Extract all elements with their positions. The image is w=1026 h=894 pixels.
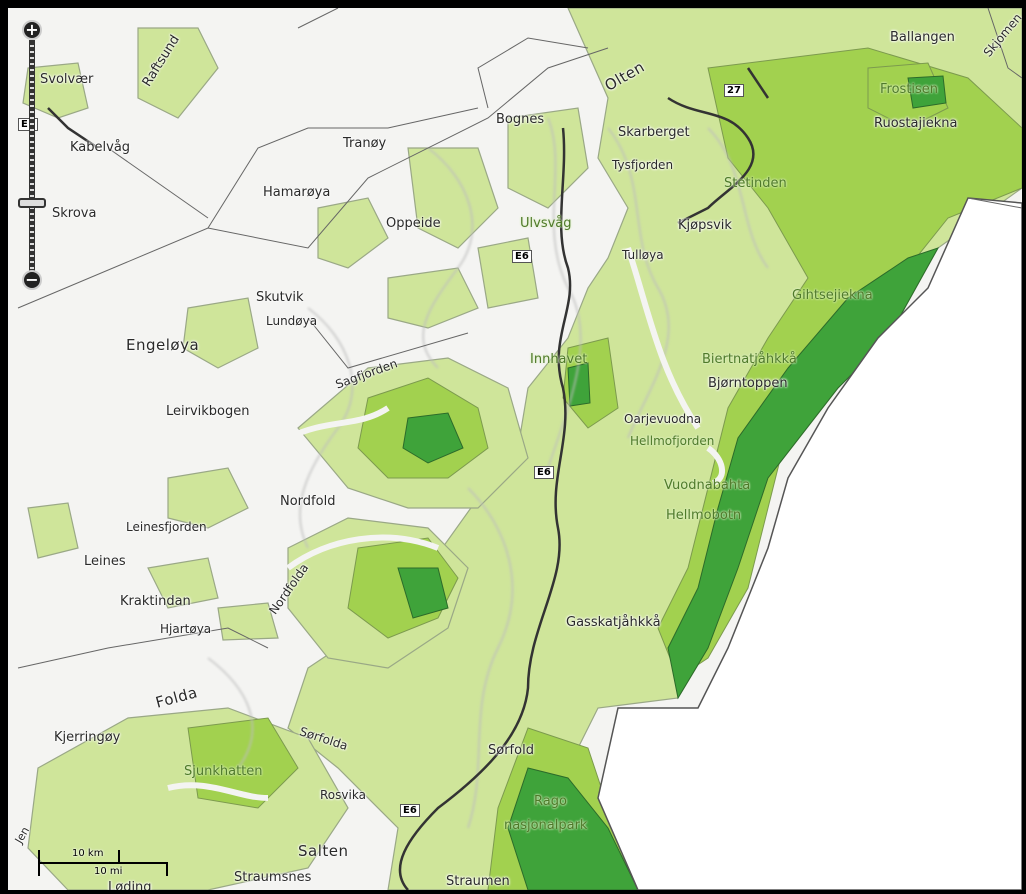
place-kjopsvik: Kjøpsvik (678, 218, 732, 233)
water-channels (167, 247, 725, 801)
place-oppeide: Oppeide (386, 216, 441, 231)
place-ulvsvag: Ulvsvåg (520, 216, 572, 231)
place-gasskatjahkka: Gasskatjåhkkå (566, 615, 661, 630)
zoom-in-button[interactable]: + (22, 20, 42, 40)
place-sjunkhatten: Sjunkhatten (184, 764, 263, 779)
place-statinden: Stetinden (724, 176, 787, 191)
map-canvas[interactable] (8, 8, 1022, 890)
road-network (47, 67, 770, 890)
place-kraktindan: Kraktindan (120, 594, 191, 609)
scale-bar-tick-left (38, 850, 40, 876)
place-bognes: Bognes (496, 112, 545, 127)
place-loding: Løding (108, 880, 152, 894)
place-nordfold: Nordfold (280, 494, 336, 509)
place-hellmobotn: Hellmobotn (666, 508, 742, 523)
place-tulloya: Tulløya (622, 248, 664, 262)
place-frostisen: Frostisen (880, 82, 939, 97)
place-leinesfjorden: Leinesfjorden (126, 520, 207, 534)
scale-bar-tick-km (118, 850, 120, 862)
scale-bar: 10 km 10 mi (38, 844, 178, 880)
place-bjorntoppen: Bjørntoppen (708, 376, 788, 391)
relief-band-dark (397, 75, 947, 890)
place-straumen: Straumen (446, 874, 510, 889)
scale-mi-label: 10 mi (94, 866, 123, 877)
outside-region (597, 197, 1022, 890)
place-skrova: Skrova (52, 206, 97, 221)
place-svolvaer: Svolvær (40, 72, 94, 87)
place-lundoya: Lundøya (266, 314, 318, 328)
place-innhavet: Innhavet (530, 352, 588, 367)
place-engeloya: Engeløya (126, 336, 200, 354)
zoom-slider-handle[interactable] (18, 198, 46, 208)
zoom-slider-track[interactable] (29, 40, 35, 272)
place-gihtsejiekna: Gihtsejiekna (792, 288, 873, 303)
road-shield-e6-north: E6 (512, 250, 532, 263)
road-shield-27: 27 (724, 84, 744, 97)
place-tysfjorden: Tysfjorden (612, 158, 674, 172)
admin-borders (17, 8, 1022, 669)
place-oarjevuodna: Oarjevuodna (624, 412, 702, 426)
place-nasjonalpark: nasjonalpark (504, 818, 588, 833)
place-straumsnes: Straumsnes (234, 870, 312, 885)
road-shield-e6-mid: E6 (534, 466, 554, 479)
place-ballangen: Ballangen (890, 30, 955, 45)
scale-bar-line (38, 862, 168, 864)
place-rosvika: Rosvika (320, 788, 366, 802)
place-leirvikbogen: Leirvikbogen (166, 404, 250, 419)
place-ruostajiekna: Ruostajiekna (874, 116, 958, 131)
place-kabelvag: Kabelvåg (70, 140, 131, 155)
place-hellmofjorden: Hellmofjorden (630, 434, 715, 448)
place-skarberget: Skarberget (618, 125, 690, 140)
place-leines: Leines (84, 554, 126, 569)
scale-km-label: 10 km (72, 848, 104, 859)
place-hamaroya: Hamarøya (263, 185, 331, 200)
place-sorfold: Sørfold (488, 743, 534, 758)
road-shield-e6-south: E6 (400, 804, 420, 817)
place-hjartoya: Hjartøya (160, 622, 212, 636)
zoom-out-button[interactable]: − (22, 270, 42, 290)
place-rago: Rago (534, 794, 567, 809)
place-kjerringoy: Kjerringøy (54, 730, 121, 745)
place-vuodnabahta: Vuodnabahta (664, 478, 751, 493)
zoom-control: + − (18, 20, 48, 290)
scale-bar-tick-mi (166, 864, 168, 876)
place-skutvik: Skutvik (256, 290, 304, 305)
place-biertnatjahkka: Biertnatjåhkkå (702, 352, 797, 367)
place-tranoy: Tranøy (343, 136, 387, 151)
relief-contours (207, 117, 769, 829)
place-salten: Salten (298, 842, 349, 860)
